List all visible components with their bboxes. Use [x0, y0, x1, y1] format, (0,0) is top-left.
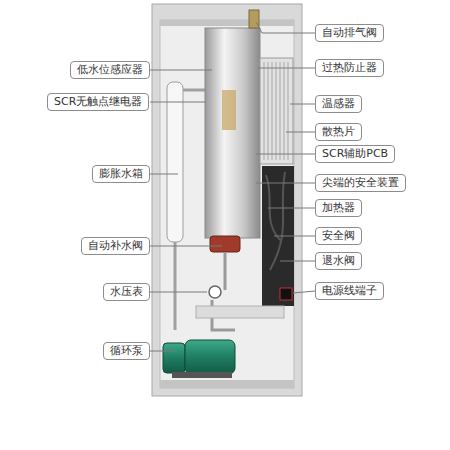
leader-line [268, 208, 315, 209]
leader-line [256, 154, 315, 155]
part-name: 电源线端子 [322, 284, 377, 298]
callout-box: 退水阀 [315, 252, 362, 270]
part-name: SCR辅助PCB [322, 147, 388, 161]
callout-box: 尖端的安全装置 [315, 174, 406, 192]
callout-box: 自动排气阀 [315, 24, 384, 42]
callout-box: 循环泵 [103, 342, 150, 360]
leader-line [150, 70, 212, 71]
pump-base [172, 372, 232, 378]
callout-box: 自动补水阀 [81, 237, 150, 255]
wiring [266, 172, 285, 270]
callout-box: 散热片 [315, 123, 362, 141]
leader-line [150, 102, 206, 103]
part-name: 膨胀水箱 [99, 167, 143, 181]
part-name: 退水阀 [322, 254, 355, 268]
cabinet-housing [152, 4, 302, 396]
callout-box: 安全阀 [315, 227, 362, 245]
expansion-tank [167, 82, 183, 242]
callout-box: SCR无触点继电器 [47, 93, 149, 111]
part-name: 尖端的安全装置 [322, 176, 399, 190]
bracket [196, 306, 284, 318]
part-name: SCR无触点继电器 [54, 95, 142, 109]
part-name: 过热防止器 [322, 61, 377, 75]
leader-line [293, 291, 315, 293]
callout-box: 温感器 [315, 95, 362, 113]
leader-line [280, 261, 315, 262]
leader-line [150, 351, 175, 352]
pump-head [163, 343, 185, 373]
leader-line [256, 183, 315, 184]
leader-line [150, 174, 178, 175]
part-name: 水压表 [110, 285, 143, 299]
heat-sink-fins [264, 62, 288, 160]
top-rail [160, 20, 294, 26]
heater-tank [205, 28, 260, 238]
part-name: 自动排气阀 [322, 26, 377, 40]
part-name: 散热片 [322, 125, 355, 139]
callout-box: SCR辅助PCB [315, 145, 395, 163]
part-name: 低水位感应器 [77, 63, 143, 77]
cabinet-interior [160, 20, 294, 388]
leader-line [290, 104, 315, 105]
heater-flange [210, 236, 240, 252]
leader-line [150, 292, 207, 293]
pump-motor [185, 340, 235, 374]
leader-lines [150, 22, 315, 351]
callout-box: 膨胀水箱 [92, 165, 150, 183]
callout-box: 水压表 [103, 283, 150, 301]
leader-line [258, 68, 315, 69]
callout-box: 过热防止器 [315, 59, 384, 77]
part-name: 安全阀 [322, 229, 355, 243]
power-terminal [280, 288, 292, 300]
leader-line [274, 236, 315, 237]
callout-box: 电源线端子 [315, 282, 384, 300]
base-rail [160, 380, 294, 388]
heat-sink [260, 58, 293, 164]
part-name: 循环泵 [110, 344, 143, 358]
callout-box: 加热器 [315, 199, 362, 217]
tank-label [222, 90, 236, 130]
leader-line [150, 246, 222, 247]
pressure-gauge [209, 286, 221, 298]
callout-box: 低水位感应器 [70, 61, 150, 79]
part-name: 温感器 [322, 97, 355, 111]
leader-line [256, 22, 315, 33]
part-name: 加热器 [322, 201, 355, 215]
part-name: 自动补水阀 [88, 239, 143, 253]
leader-line [286, 132, 315, 133]
pipe [175, 90, 205, 330]
